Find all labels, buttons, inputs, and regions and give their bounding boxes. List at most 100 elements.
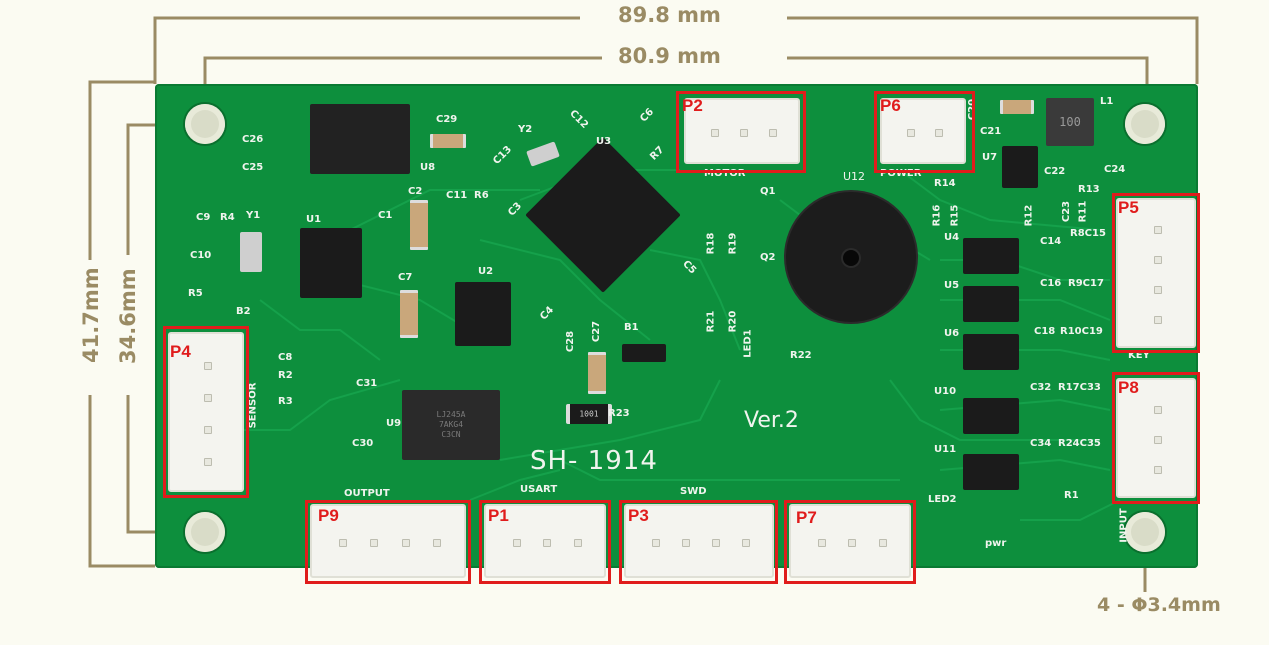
- optocoupler-u5: [963, 286, 1019, 322]
- callout-p2-label: P2: [682, 96, 703, 115]
- callout-p5-label: P5: [1118, 198, 1139, 217]
- silk-u6: U6: [944, 328, 960, 339]
- silk-r8c15: R8C15: [1070, 228, 1106, 239]
- silk-r22: R22: [790, 350, 812, 361]
- silk-power: POWER: [880, 168, 922, 179]
- silk-c8: C8: [278, 352, 293, 363]
- silk-r13: R13: [1078, 184, 1100, 195]
- silk-pwr: pwr: [985, 538, 1007, 549]
- connector-pin: [878, 539, 887, 547]
- capacitor-c20: [1000, 100, 1034, 114]
- silk-input: INPUT: [1118, 508, 1130, 543]
- l1-value: 100: [1059, 115, 1081, 129]
- mounting-hole-top-left: [185, 104, 225, 144]
- silk-c34: C34: [1030, 438, 1052, 449]
- silk-r4: R4: [220, 212, 235, 223]
- connector-p5-housing: [1116, 198, 1196, 348]
- silk-c10: C10: [190, 250, 212, 261]
- silk-l1: L1: [1100, 96, 1114, 107]
- silk-version: Ver.2: [744, 408, 799, 433]
- connector-pin: [512, 539, 521, 547]
- u9-marking-line1: LJ245A: [436, 410, 466, 419]
- silk-c9: C9: [196, 212, 211, 223]
- diode-b1: [622, 344, 666, 362]
- silk-c26: C26: [242, 134, 264, 145]
- silk-sensor: SENSOR: [247, 382, 259, 429]
- connector-pin: [204, 362, 212, 370]
- connector-pin: [1154, 406, 1162, 414]
- silk-c24: C24: [1104, 164, 1126, 175]
- silk-r17c33: R17C33: [1058, 382, 1101, 393]
- overall-width-line-left: [153, 16, 580, 84]
- callout-p5-box: [1112, 193, 1200, 353]
- silk-led1: LED1: [742, 329, 754, 358]
- silk-u11: U11: [934, 444, 957, 455]
- chip-u2: [455, 282, 511, 346]
- silk-motor: MOTOR: [704, 168, 746, 179]
- u9-marking: LJ245A 7AKG4 C3CN: [402, 410, 500, 440]
- silk-u10: U10: [934, 386, 957, 397]
- connector-p2-housing: [684, 98, 800, 164]
- callout-p1-label: P1: [488, 506, 509, 525]
- u9-marking-line3: C3CN: [441, 430, 461, 439]
- connector-p3-housing: [624, 504, 774, 578]
- silk-led2: LED2: [928, 494, 957, 505]
- silk-u1: U1: [306, 214, 322, 225]
- silk-r5: R5: [188, 288, 203, 299]
- silk-c21: C21: [980, 126, 1002, 137]
- connector-pin: [204, 426, 212, 434]
- callout-p8-label: P8: [1118, 378, 1139, 397]
- r23-value: 1001: [579, 409, 599, 419]
- connector-pin: [1154, 256, 1162, 264]
- optocoupler-u11: [963, 454, 1019, 490]
- callout-p8-box: [1112, 372, 1200, 504]
- silk-swd: SWD: [680, 486, 707, 497]
- inductor-l1: 100: [1046, 98, 1094, 146]
- silk-r12: R12: [1023, 204, 1035, 227]
- silk-y2: Y2: [518, 124, 533, 135]
- capacitor-c29: [430, 134, 466, 148]
- connector-pin: [339, 539, 348, 547]
- optocoupler-u6: [963, 334, 1019, 370]
- callout-p7-box: [784, 500, 916, 584]
- silk-c22: C22: [1044, 166, 1066, 177]
- optocoupler-u10: [963, 398, 1019, 434]
- mounting-hole-bottom-left: [185, 512, 225, 552]
- mounting-hole-top-right: [1125, 104, 1165, 144]
- connector-pin: [712, 539, 720, 547]
- connector-pin: [1154, 226, 1162, 234]
- silk-c31: C31: [356, 378, 378, 389]
- silk-c7: C7: [398, 272, 413, 283]
- silk-q2: Q2: [760, 252, 776, 263]
- buzzer-center-hole: [843, 250, 859, 266]
- capacitor-c2: [410, 200, 428, 250]
- silk-r11: R11: [1077, 200, 1089, 223]
- overall-width-label: 89.8 mm: [618, 3, 721, 27]
- connector-pin: [769, 129, 777, 137]
- silk-u8: U8: [420, 162, 436, 173]
- chip-u8-regulator: [310, 104, 410, 174]
- connector-p4-housing: [168, 332, 244, 492]
- capacitor-c27: [588, 352, 606, 394]
- silk-r19: R19: [727, 232, 739, 255]
- mounting-hole-label: 4 - Φ3.4mm: [1097, 594, 1221, 616]
- capacitor-c7: [400, 290, 418, 338]
- connector-p8-housing: [1116, 378, 1196, 498]
- silk-c32: C32: [1030, 382, 1052, 393]
- silk-r3: R3: [278, 396, 293, 407]
- silk-r14: R14: [934, 178, 956, 189]
- overall-width-line-right: [787, 16, 1199, 84]
- connector-pin: [740, 129, 748, 137]
- callout-p9-box: [305, 500, 471, 584]
- silk-b2: B2: [236, 306, 251, 317]
- silk-usart: USART: [520, 484, 558, 495]
- silk-r21: R21: [705, 310, 717, 333]
- connector-pin: [543, 539, 551, 547]
- optocoupler-u4: [963, 238, 1019, 274]
- connector-pin: [204, 394, 212, 402]
- connector-pin: [573, 539, 582, 547]
- silk-c25: C25: [242, 162, 264, 173]
- connector-pin: [1154, 286, 1162, 294]
- hole-spacing-width-label: 80.9 mm: [618, 44, 721, 68]
